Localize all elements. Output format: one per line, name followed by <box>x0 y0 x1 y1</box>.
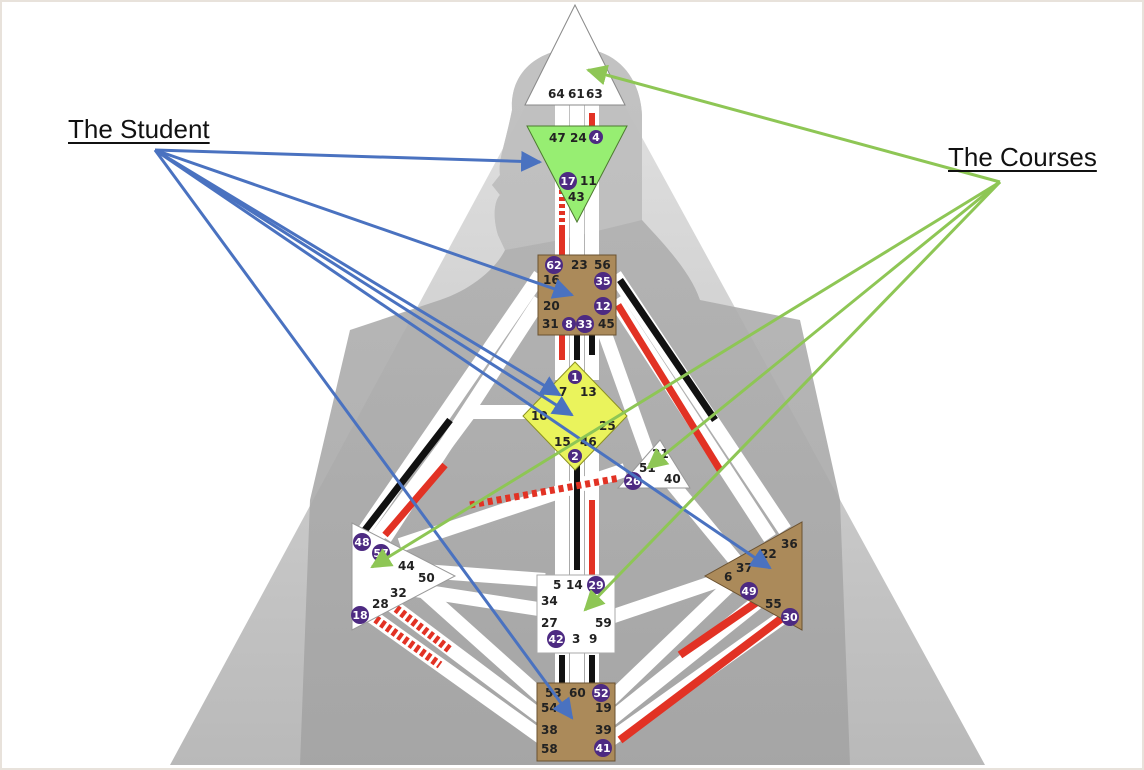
badge-35: 35 <box>594 272 612 290</box>
gate-13: 13 <box>580 385 597 399</box>
badge-1: 1 <box>568 370 582 384</box>
student-label: The Student <box>68 114 210 144</box>
courses-arrow-head <box>585 64 1001 184</box>
svg-text:18: 18 <box>352 609 367 622</box>
svg-text:12: 12 <box>595 300 610 313</box>
svg-text:62: 62 <box>546 259 561 272</box>
gate-20: 20 <box>543 299 560 313</box>
courses-arrow-sacral <box>583 180 1002 612</box>
gate-6: 6 <box>724 570 732 584</box>
courses-arrow-heart <box>646 180 1001 470</box>
badge-33: 33 <box>576 315 594 333</box>
gate-39: 39 <box>595 723 612 737</box>
svg-text:4: 4 <box>592 131 600 144</box>
badge-8: 8 <box>562 317 576 331</box>
badge-52: 52 <box>592 684 610 702</box>
gate-19: 19 <box>595 701 612 715</box>
gate-9: 9 <box>589 632 597 646</box>
badge-48: 48 <box>353 533 371 551</box>
badge-49: 49 <box>740 582 758 600</box>
badge-12: 12 <box>594 297 612 315</box>
gate-23: 23 <box>571 258 588 272</box>
gate-36: 36 <box>781 537 798 551</box>
svg-text:35: 35 <box>595 275 610 288</box>
svg-text:8: 8 <box>565 318 573 331</box>
gate-5: 5 <box>553 578 561 592</box>
svg-text:49: 49 <box>741 585 756 598</box>
gate-43: 43 <box>568 190 585 204</box>
gate-61: 61 <box>568 87 585 101</box>
gate-59: 59 <box>595 616 612 630</box>
ajna-center <box>526 125 628 224</box>
gate-44: 44 <box>398 559 415 573</box>
badge-18: 18 <box>351 606 369 624</box>
badge-4: 4 <box>589 130 603 144</box>
gate-60: 60 <box>569 686 586 700</box>
svg-text:48: 48 <box>354 536 369 549</box>
gate-14: 14 <box>566 578 583 592</box>
student-arrows <box>153 148 772 720</box>
gate-54: 54 <box>541 701 558 715</box>
gate-38: 38 <box>541 723 558 737</box>
courses-arrow-spleen <box>370 180 1001 569</box>
svg-text:29: 29 <box>588 579 603 592</box>
gate-47: 47 <box>549 131 566 145</box>
gate-45: 45 <box>598 317 615 331</box>
student-arrow-heart <box>154 148 562 397</box>
badge-41: 41 <box>594 739 612 757</box>
student-arrow-throat <box>154 148 574 299</box>
gate-7: 7 <box>559 385 567 399</box>
gate-56: 56 <box>594 258 611 272</box>
svg-text:17: 17 <box>560 175 575 188</box>
gate-58: 58 <box>541 742 558 756</box>
svg-text:41: 41 <box>595 742 610 755</box>
gate-27: 27 <box>541 616 558 630</box>
student-arrow-root <box>153 149 574 720</box>
gate-24: 24 <box>570 131 587 145</box>
gate-25: 25 <box>599 419 616 433</box>
badge-30: 30 <box>781 608 799 626</box>
svg-text:33: 33 <box>577 318 592 331</box>
gate-50: 50 <box>418 571 435 585</box>
svg-text:52: 52 <box>593 687 608 700</box>
gate-28: 28 <box>372 597 389 611</box>
badge-42: 42 <box>547 630 565 648</box>
gate-34: 34 <box>541 594 558 608</box>
activations <box>362 113 793 744</box>
svg-text:30: 30 <box>782 611 798 624</box>
gate-22: 22 <box>760 547 777 561</box>
courses-arrows <box>370 64 1002 612</box>
svg-text:42: 42 <box>548 633 563 646</box>
svg-text:2: 2 <box>571 450 579 463</box>
gate-55: 55 <box>765 597 782 611</box>
badge-17: 17 <box>559 172 577 190</box>
courses-label: The Courses <box>948 142 1097 172</box>
gate-badges: 4 17 62 35 12 8 33 1 2 26 48 57 18 49 30… <box>351 130 799 757</box>
gate-11: 11 <box>580 174 597 188</box>
gate-15: 15 <box>554 435 571 449</box>
badge-62: 62 <box>545 256 563 274</box>
gate-3: 3 <box>572 632 580 646</box>
gate-37: 37 <box>736 561 753 575</box>
student-arrow-solar <box>154 148 772 570</box>
gate-31: 31 <box>542 317 559 331</box>
student-arrow-g <box>154 148 574 417</box>
gate-32: 32 <box>390 586 407 600</box>
student-arrow-ajna <box>154 148 543 172</box>
gate-40: 40 <box>664 472 681 486</box>
badge-2: 2 <box>568 449 582 463</box>
gate-64: 64 <box>548 87 565 101</box>
gate-63: 63 <box>586 87 603 101</box>
svg-text:1: 1 <box>571 371 579 384</box>
